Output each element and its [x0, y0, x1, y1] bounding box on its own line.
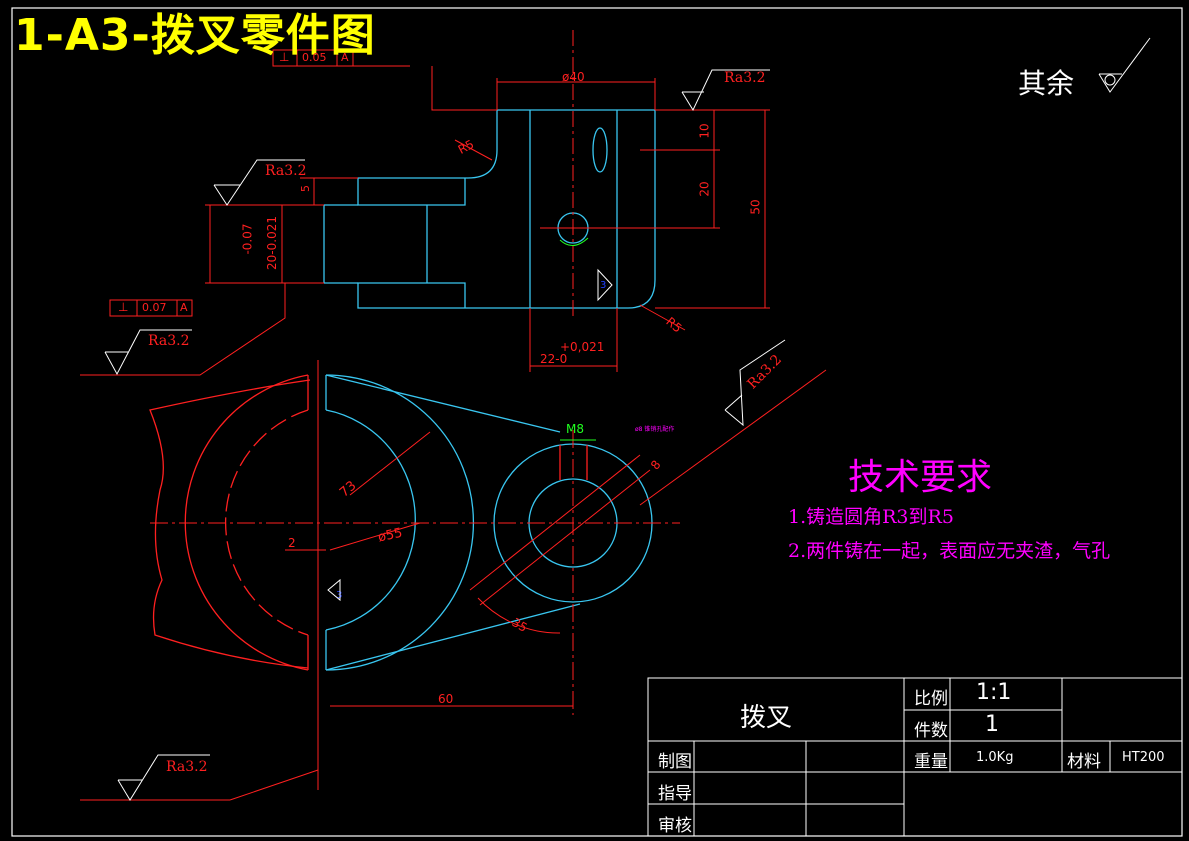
dim-22: 22-0 [540, 352, 568, 366]
dim-2: 2 [288, 536, 296, 550]
dim-20: 20 [697, 181, 712, 197]
dim-22-tol: +0,021 [560, 340, 605, 354]
drawn-label: 制图 [658, 752, 692, 772]
dim-tol-bottom: 20-0.021 [264, 216, 279, 270]
roughness-mark-inner-2 [327, 578, 341, 602]
tol-left-datum: A [180, 301, 188, 314]
roughness-label-4: Ra3.2 [166, 759, 208, 775]
tol-top-datum: A [341, 51, 349, 64]
top-view-centerlines [80, 360, 827, 801]
drawing-title: 1-A3-拨叉零件图 [14, 10, 376, 61]
weight-label: 重量 [914, 752, 948, 772]
border-frame [11, 7, 1183, 837]
front-view-dimensions [80, 65, 770, 376]
material-value: HT200 [1122, 750, 1165, 765]
roughness-label-1: Ra3.2 [724, 70, 766, 86]
surface-note: 其余 [1018, 67, 1075, 100]
dim-50: 50 [748, 199, 763, 215]
title-block-lines [647, 677, 1183, 837]
count-label: 件数 [914, 721, 948, 741]
review-label: 审核 [658, 816, 692, 836]
weight-value: 1.0Kg [976, 750, 1014, 765]
tol-top-symbol: ⊥ [279, 50, 290, 64]
dim-5: 5 [299, 185, 312, 192]
blue-mark-1: 3 [600, 280, 606, 291]
roughness-label-2: Ra3.2 [265, 163, 307, 179]
section-mark [559, 237, 589, 246]
roughness-label-3: Ra3.2 [148, 333, 190, 349]
tol-top-value: 0.05 [302, 51, 327, 64]
scale-label: 比例 [914, 689, 948, 709]
tol-left-symbol: ⊥ [118, 300, 129, 314]
tolerance-frame-top [272, 49, 354, 67]
guide-label: 指导 [658, 784, 692, 804]
tolerance-frame-left [109, 299, 193, 317]
roughness-symbols [104, 37, 1151, 801]
dim-d40: ø40 [562, 70, 585, 84]
blue-mark-2: 3 [336, 590, 342, 601]
tech-requirements-heading: 技术要求 [848, 457, 993, 498]
dim-60: 60 [438, 692, 454, 706]
tech-requirement-1: 1.铸造圆角R3到R5 [788, 506, 954, 528]
dim-m8: M8 [566, 422, 584, 436]
dim-m8-note: ø8 锥销孔配作 [635, 426, 675, 433]
tech-requirement-2: 2.两件铸在一起，表面应无夹渣，气孔 [788, 540, 1111, 562]
material-label: 材料 [1067, 752, 1101, 772]
count-value: 1 [985, 712, 999, 737]
tol-left-value: 0.07 [142, 301, 167, 314]
dim-10: 10 [697, 123, 712, 139]
scale-value: 1:1 [976, 680, 1012, 705]
dim-tol-top: -0.07 [240, 223, 255, 255]
part-name: 拨叉 [740, 703, 793, 733]
roughness-mark-inner [597, 268, 613, 302]
